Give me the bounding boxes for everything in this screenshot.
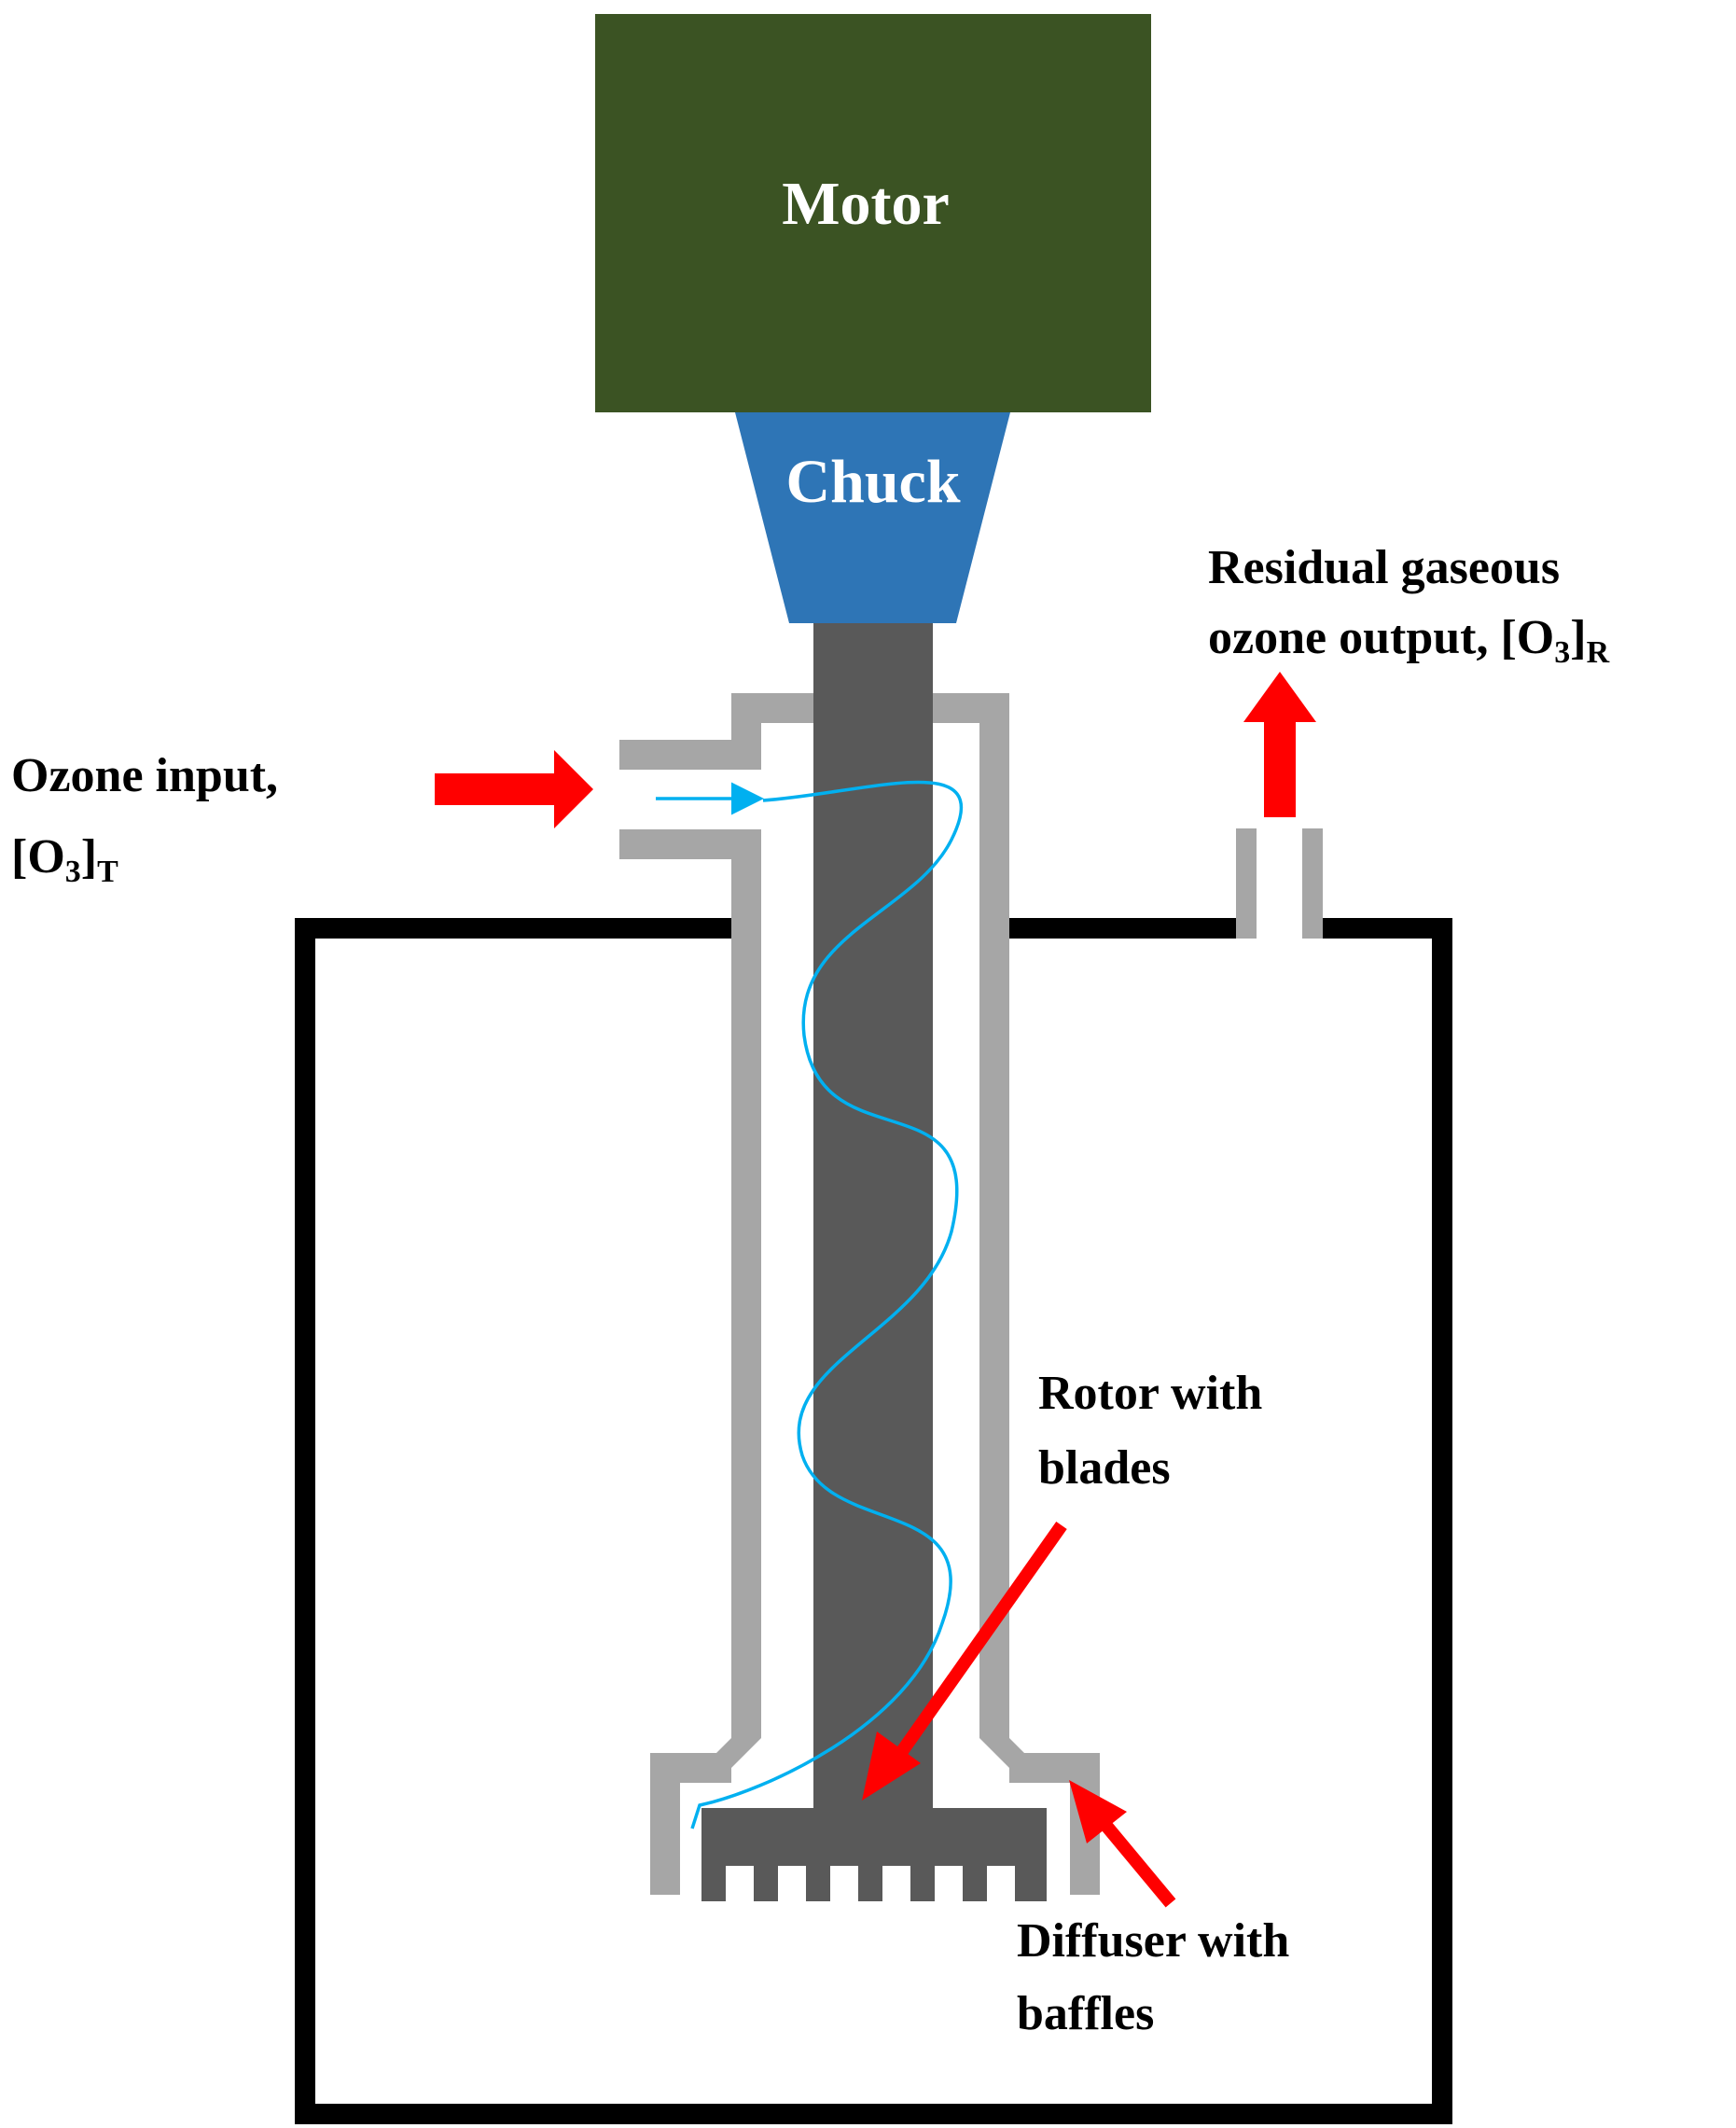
ozone-input-subT: T: [97, 855, 118, 889]
residual-output-label-line2: ozone output, [O3]R: [1208, 611, 1610, 670]
residual-sub3: 3: [1554, 635, 1570, 670]
residual-line1: Residual gaseous: [1208, 541, 1560, 594]
gas-flow-path: [690, 780, 964, 1829]
diffuser-label-line2: baffles: [1017, 1987, 1154, 2040]
residual-subR: R: [1587, 635, 1610, 670]
ozone-input-label: Ozone input,: [11, 749, 278, 802]
residual-output-label-line1: Residual gaseous: [1208, 541, 1560, 594]
rotor-label-line2: blades: [1038, 1441, 1171, 1495]
residual-output-arrow: [1243, 672, 1316, 817]
rotor-pointer-arrow: [862, 1521, 1067, 1801]
ozone-input-sym: [O: [11, 830, 65, 883]
housing: [619, 693, 1323, 1895]
ozone-input-sub3: 3: [65, 855, 81, 889]
ozone-input-line1: Ozone input,: [11, 749, 278, 802]
chuck-label: Chuck: [785, 448, 960, 516]
ozone-input-arrow: [435, 750, 593, 828]
rotor-blades: [701, 1808, 1047, 1901]
rotor-label-line1: Rotor with: [1038, 1367, 1262, 1420]
motor-block: [595, 14, 1151, 412]
residual-line2: ozone output, [O: [1208, 611, 1554, 664]
diffuser-pointer-arrow: [1069, 1780, 1176, 1908]
chuck-block: [735, 412, 1010, 623]
ozone-input-symbol: [O3]T: [11, 830, 118, 889]
tank-outline: [295, 918, 1452, 2124]
residual-close: ]: [1570, 611, 1586, 664]
rotor-shaft: [813, 623, 933, 1812]
diffuser-label-line1: Diffuser with: [1017, 1914, 1289, 1968]
motor-label: Motor: [782, 170, 950, 238]
ozone-input-close: ]: [81, 830, 97, 883]
